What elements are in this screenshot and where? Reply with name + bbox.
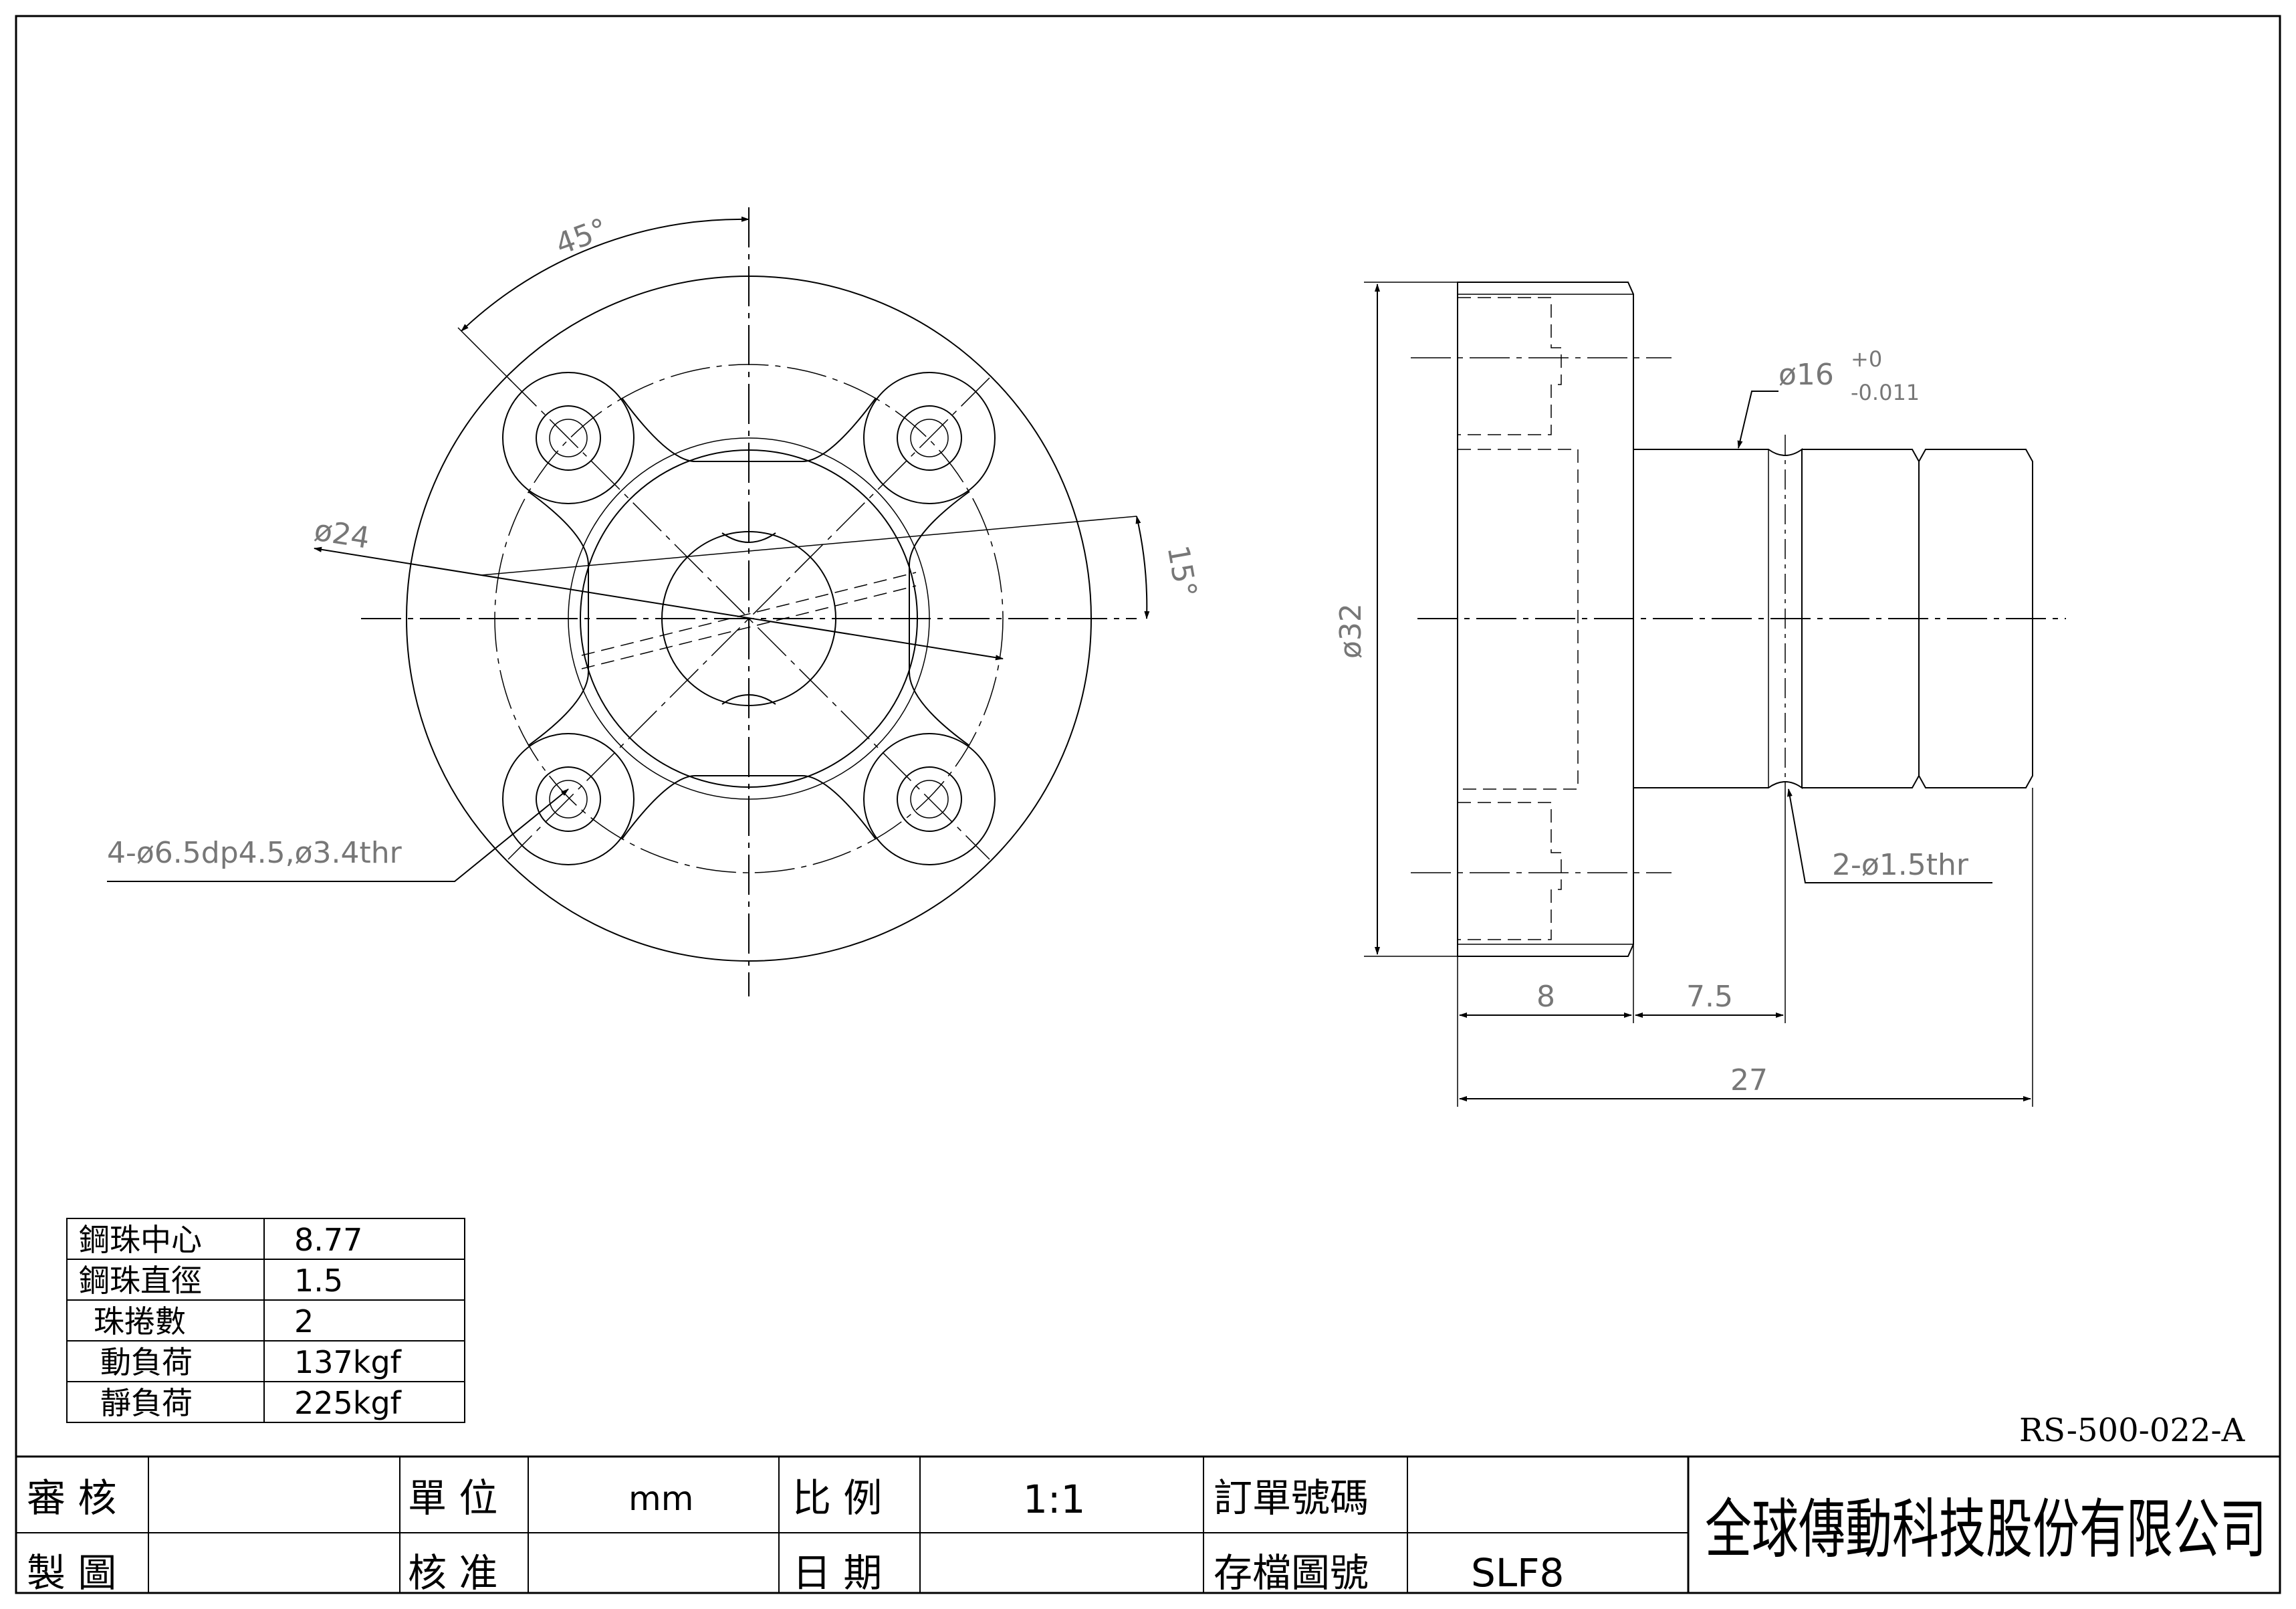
spec-label: 鋼珠中心: [79, 1222, 202, 1258]
file-label: 存檔圖號: [1214, 1550, 1369, 1596]
shank-length-label: 7.5: [1686, 980, 1733, 1014]
thread-section-2: [1918, 449, 2033, 788]
oil-hole-leader: [1787, 788, 1992, 883]
scale-value: 1:1: [1023, 1477, 1085, 1522]
unit-label: 單 位: [408, 1475, 497, 1521]
spec-value: 225kgf: [294, 1385, 403, 1421]
side-view: [1364, 282, 2066, 1107]
drawn-label: 製 圖: [27, 1550, 116, 1596]
thread-section-1: [1802, 449, 1920, 788]
company-name: 全球傳動科技股份有限公司: [1705, 1492, 2267, 1567]
spec-value: 137kgf: [294, 1344, 403, 1380]
oil-hole-axis: [481, 516, 1137, 576]
date-label: 日 期: [792, 1550, 882, 1596]
holes-label: 4-ø6.5dp4.5,ø3.4thr: [107, 836, 403, 870]
hole-diagonal-2: [507, 377, 990, 860]
spec-label: 動負荷: [100, 1344, 193, 1380]
hole-diagonal-1: [507, 377, 990, 860]
spec-table: 鋼珠中心 8.77 鋼珠直徑 1.5 珠捲數 2 動負荷 137kgf 靜負荷 …: [66, 1218, 465, 1423]
shank-tol-upper: +0: [1851, 346, 1882, 372]
spec-label: 珠捲數: [94, 1303, 186, 1339]
dia16-leader: [1737, 391, 1778, 449]
holes-leader: [107, 788, 569, 882]
spec-value: 8.77: [294, 1222, 362, 1258]
drawing-number: RS-500-022-A: [2019, 1412, 2246, 1449]
front-view: [107, 207, 1150, 996]
flange-dia-label: ø32: [1334, 603, 1368, 659]
spec-label: 鋼珠直徑: [79, 1263, 202, 1299]
spec-value: 2: [294, 1303, 314, 1339]
angle-15-label: 15°: [1161, 543, 1203, 601]
angle-15-arc: [1135, 516, 1150, 619]
shank-dia-label: ø16: [1778, 358, 1834, 392]
angle-45-arc: [461, 216, 750, 332]
mounting-holes: [536, 405, 962, 832]
bore-key-top: [721, 532, 776, 543]
approve-label: 核 准: [408, 1550, 497, 1596]
angle-45-label: 45°: [551, 212, 612, 262]
title-block: 審 核 製 圖 單 位 mm 核 准 比 例 1:1 日 期 訂單號碼 存檔圖號…: [16, 1455, 2280, 1596]
spec-value: 1.5: [294, 1263, 343, 1299]
angle-45-extension: [457, 327, 512, 382]
pcd-dim-line: [314, 546, 1004, 661]
spec-label: 靜負荷: [100, 1385, 193, 1421]
shank-tol-lower: -0.011: [1851, 380, 1920, 405]
flange-thickness-label: 8: [1536, 980, 1555, 1014]
total-length-label: 27: [1730, 1063, 1768, 1097]
flange-lobes: [502, 372, 996, 865]
file-value: SLF8: [1471, 1550, 1564, 1596]
scale-label: 比 例: [792, 1475, 882, 1521]
sheet-border: [15, 15, 2281, 1594]
flange-hidden-lines: [1458, 297, 1579, 940]
order-label: 訂單號碼: [1214, 1475, 1369, 1521]
oil-hole-label: 2-ø1.5thr: [1832, 848, 1969, 882]
review-label: 審 核: [27, 1475, 116, 1521]
unit-value: mm: [628, 1479, 693, 1518]
bore-key-bottom: [721, 694, 776, 705]
